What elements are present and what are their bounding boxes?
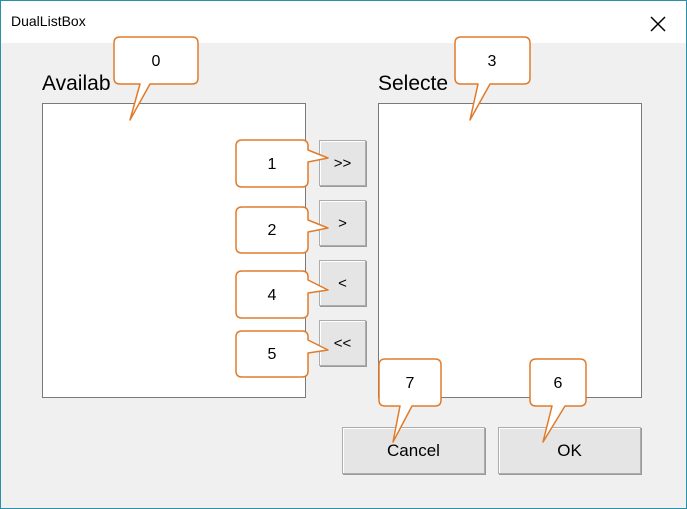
callout-label-1: 1 — [267, 156, 277, 173]
callout-label-4: 4 — [267, 287, 277, 304]
cancel-button[interactable]: Cancel — [342, 427, 485, 474]
callout-label-2: 2 — [267, 222, 277, 239]
selected-label: Selecte — [378, 72, 449, 95]
move-all-right-button[interactable]: >> — [319, 140, 366, 186]
move-left-button[interactable]: < — [319, 260, 366, 306]
window-title: DualListBox — [11, 13, 86, 29]
available-label: Availab — [42, 72, 111, 95]
callout-label-7: 7 — [405, 375, 415, 392]
ok-button[interactable]: OK — [498, 427, 641, 474]
selected-listbox[interactable] — [378, 103, 642, 398]
close-icon[interactable] — [641, 7, 675, 41]
callout-label-0: 0 — [151, 53, 161, 70]
callout-label-5: 5 — [267, 346, 277, 363]
callout-label-6: 6 — [553, 375, 563, 392]
move-all-left-button[interactable]: << — [319, 320, 366, 366]
title-bar: DualListBox — [1, 1, 686, 43]
move-right-button[interactable]: > — [319, 200, 366, 246]
callout-label-3: 3 — [487, 53, 497, 70]
